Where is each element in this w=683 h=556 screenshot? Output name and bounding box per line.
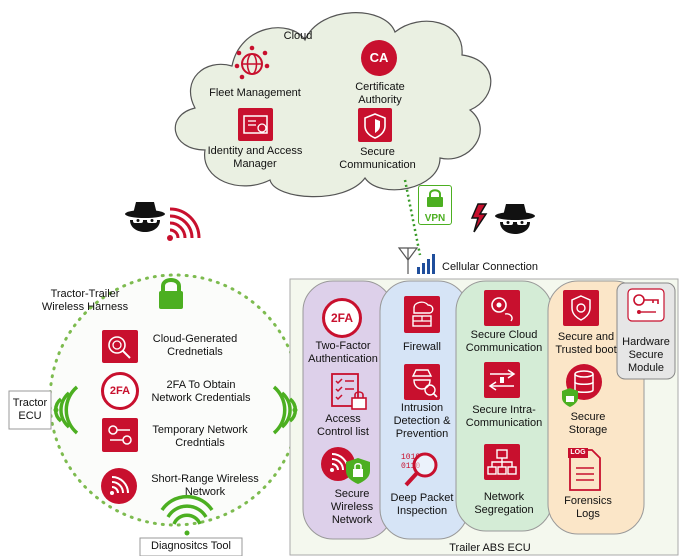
swn-label-3: Network [331, 514, 373, 526]
tractor-label-1: Tractor [12, 397, 48, 409]
signal-bars-icon [417, 254, 435, 274]
ca-icon: CA [361, 40, 397, 76]
ecu-title: Trailer ABS ECU [449, 542, 531, 554]
vpn-badge: VPN [418, 185, 452, 225]
ns-label-1: Network [483, 491, 525, 503]
ss-label-1: Secure [570, 411, 606, 423]
cloud-shape [174, 12, 492, 198]
checklist-icon [331, 373, 367, 410]
ids-label-3: Prevention [395, 428, 449, 440]
2fa-icon: 2FA [101, 372, 139, 410]
sic-label-2: Communication [465, 417, 543, 429]
tfa-label-2: Authentication [308, 353, 378, 365]
hsm-label-1: Hardware [622, 336, 670, 348]
wireless-arcs-right [272, 385, 298, 435]
wireless-arcs-left [53, 385, 79, 435]
binary-text-1: 1010 [401, 453, 421, 462]
log-document-icon [568, 448, 601, 491]
sc-label-2: Communication [339, 159, 416, 171]
firewall-icon [404, 296, 440, 333]
harness-item2-2: Network Credentials [151, 392, 251, 404]
stb-label-2: Trusted boot [555, 344, 617, 356]
gear-lock-icon [484, 290, 520, 326]
cloud-title: Cloud [283, 30, 313, 42]
fl-label-1: Forensics [564, 495, 612, 507]
harness-item1-2: Crednetials [167, 346, 223, 358]
acl-label-1: Access [325, 413, 361, 425]
diag-tool-box [139, 537, 243, 556]
fl-label-2: Logs [576, 508, 600, 520]
dpi-label-2: Inspection [396, 505, 448, 517]
intruder-icon [404, 364, 440, 400]
tfa-label-1: Two-Factor [315, 340, 371, 352]
hacker-icon [495, 204, 535, 234]
harness-item3-2: Credntials [175, 437, 225, 449]
antenna-icon [397, 247, 435, 274]
ca-label-1: Certificate [355, 81, 405, 93]
wireless-arcs-bottom [160, 494, 214, 536]
sic-label-1: Secure Intra- [472, 404, 536, 416]
2fa-icon-ecu: 2FA [322, 298, 362, 338]
hsm-label-2: Secure [628, 349, 664, 361]
stb-label-1: Secure and [557, 331, 615, 343]
ns-label-2: Segregation [474, 504, 534, 516]
diag-tool-label: Diagnositcs Tool [151, 540, 231, 552]
vpn-label: VPN [424, 213, 446, 224]
ca-label-2: Authority [358, 94, 402, 106]
magnifier-icon [404, 452, 438, 487]
database-icon [562, 364, 602, 407]
ids-label-1: Intrusion [400, 402, 444, 414]
wifi-icon [101, 468, 137, 504]
wireless-icon [167, 207, 201, 241]
hsm-label-3: Module [627, 362, 665, 374]
hacker-left [125, 202, 201, 241]
dpi-label-1: Deep Packet [390, 492, 454, 504]
harness-title-2: Wireless Harness [41, 301, 129, 313]
swn-label-1: Secure [334, 488, 370, 500]
scc-label-1: Secure Cloud [470, 329, 538, 341]
shield-icon [358, 108, 392, 142]
harness-item4-2: Network [184, 486, 226, 498]
fingerprint-icon [102, 330, 138, 363]
harness-item2-1: 2FA To Obtain [166, 379, 236, 391]
binary-text-2: 0110 [401, 462, 421, 471]
log-badge: LOG [570, 449, 586, 456]
iam-label-1: Identity and Access [207, 145, 303, 157]
padlock-icon [159, 278, 183, 309]
fleet-label: Fleet Management [209, 87, 301, 99]
hacker-right [470, 203, 535, 234]
chip-lock-icon [563, 290, 599, 326]
tractor-ecu-box [8, 390, 52, 430]
sc-label-1: Secure [360, 146, 395, 158]
iam-label-2: Manager [233, 158, 277, 170]
swap-icon [102, 418, 138, 452]
firewall-label: Firewall [403, 341, 441, 353]
cellular-label: Cellular Connection [442, 261, 538, 273]
scc-label-2: Communication [465, 342, 543, 354]
key-icon [627, 288, 665, 322]
harness-item4-1: Short-Range Wireless [151, 473, 259, 485]
harness-item3-1: Temporary Network [152, 424, 248, 436]
harness-item1-1: Cloud-Generated [152, 333, 238, 345]
secure-wifi-icon [321, 447, 370, 484]
network-tree-icon [484, 444, 520, 480]
ids-label-2: Detection & [393, 415, 451, 427]
harness-title-1: Tractor-Trailer [50, 288, 120, 300]
swn-label-2: Wireless [330, 501, 374, 513]
globe-network-icon [234, 45, 270, 80]
tractor-label-2: ECU [18, 410, 42, 422]
identity-card-icon [238, 108, 273, 141]
hacker-icon [125, 202, 165, 232]
arrows-icon [484, 362, 520, 398]
ss-label-2: Storage [568, 424, 608, 436]
acl-label-2: Control list [317, 426, 369, 438]
